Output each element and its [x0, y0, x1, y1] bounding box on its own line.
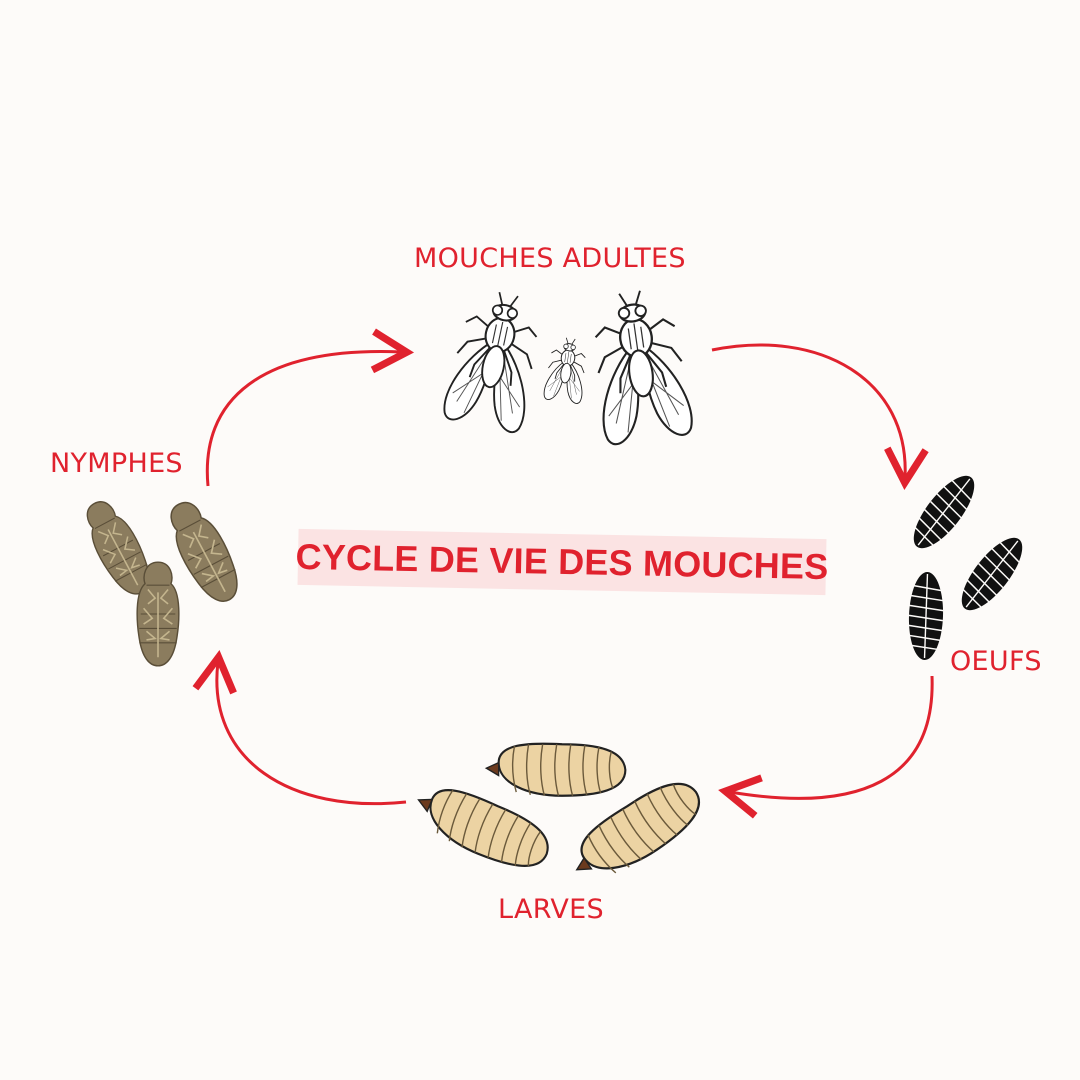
- stage-label-larvae: LARVES: [498, 894, 604, 925]
- arrow-adults-to-eggs: [711, 343, 929, 491]
- stage-label-pupae: NYMPHES: [50, 448, 183, 479]
- adult-flies-illustration: [440, 284, 696, 447]
- arrow-pupae-to-adults: [205, 328, 415, 487]
- pupae-illustration: [75, 493, 250, 667]
- diagram-title: CYCLE DE VIE DES MOUCHES: [295, 528, 829, 596]
- arrow-eggs-to-larvae: [718, 675, 934, 819]
- stage-label-eggs: OEUFS: [950, 646, 1042, 677]
- eggs-illustration: [902, 466, 1034, 662]
- arrow-larvae-to-pupae: [192, 650, 407, 806]
- larvae-illustration: [407, 742, 712, 895]
- stage-label-adults: MOUCHES ADULTES: [414, 243, 686, 274]
